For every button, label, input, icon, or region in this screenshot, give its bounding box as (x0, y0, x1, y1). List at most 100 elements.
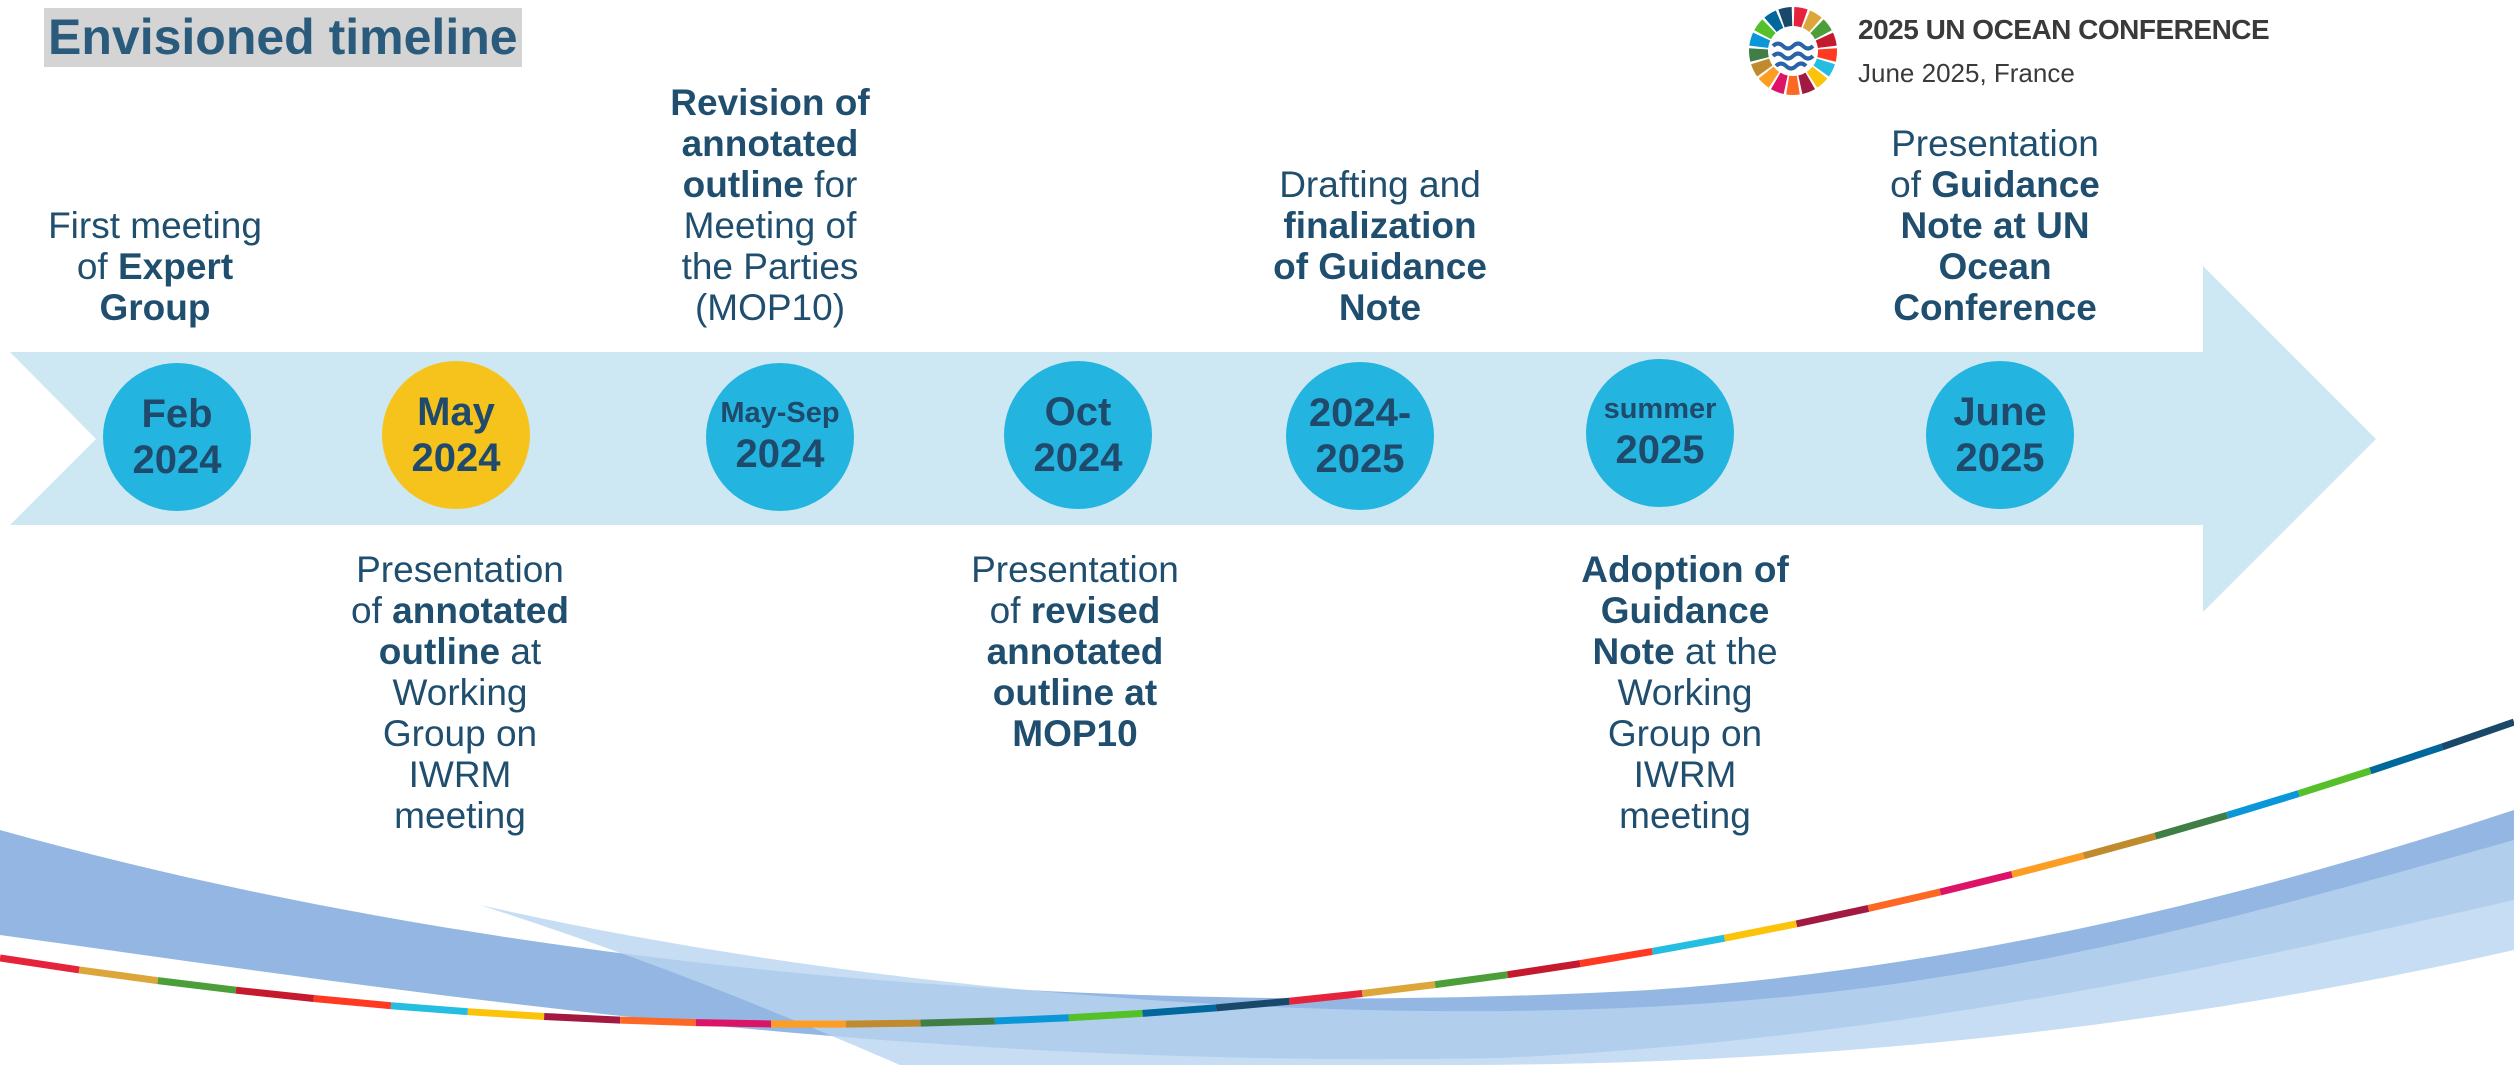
label-june-2025: Presentation of Guidance Note at UN Ocea… (1855, 123, 2135, 328)
sdg-color-line (0, 718, 2514, 1028)
milestone-line1: summer (1603, 393, 1717, 426)
label-text-bold: revised (1030, 590, 1161, 631)
milestone-feb-2024: Feb 2024 (103, 363, 251, 511)
milestone-line2: 2024 (132, 438, 222, 482)
label-text: Working (392, 672, 528, 713)
label-text-bold: Guidance (1600, 590, 1770, 631)
label-feb-2024: First meeting of Expert Group (30, 205, 280, 328)
label-text-bold: outline (378, 631, 501, 672)
label-text-bold: Guidance (1931, 164, 2100, 205)
sdg-line-segment (543, 1013, 621, 1024)
label-text-bold: Note (1592, 631, 1675, 672)
label-text-bold: MOP10 (1012, 713, 1138, 754)
label-text: for (803, 164, 858, 205)
sdg-line-segment (1288, 990, 1363, 1005)
milestone-line2: 2024 (411, 436, 501, 480)
label-text: of (989, 590, 1031, 631)
milestone-may-2024: May 2024 (382, 361, 530, 509)
label-text-bold: annotated (681, 123, 859, 164)
milestone-line2: 2025 (1615, 427, 1705, 472)
sdg-line-segment (1361, 981, 1436, 997)
label-oct-2024: Presentation of revised annotated outlin… (935, 549, 1215, 754)
wave-band-light (480, 840, 2514, 1065)
label-text-bold: Note at UN (1900, 205, 2090, 246)
sdg-line-segment (1579, 948, 1653, 968)
label-text-bold: Ocean (1938, 246, 2052, 287)
sdg-line-segment (695, 1019, 772, 1028)
milestone-june-2025: June 2025 (1926, 361, 2074, 509)
label-text-bold: Conference (1893, 287, 2097, 328)
label-text: Presentation (356, 549, 564, 590)
label-text-bold: finalization (1283, 205, 1477, 246)
sdg-line-segment (313, 995, 392, 1010)
sdg-line-segment (1651, 934, 1726, 955)
label-text-bold: Revision of (670, 82, 870, 123)
label-text: at the (1674, 631, 1778, 672)
label-text-bold: outline at (992, 672, 1158, 713)
label-text: of (351, 590, 393, 631)
sdg-line-segment (2082, 832, 2157, 860)
label-text: IWRM (1633, 754, 1737, 795)
label-text: Group on (382, 713, 538, 754)
milestone-line2: 2024 (1033, 436, 1123, 480)
sdg-line-segment (0, 954, 80, 974)
label-text-bold: of Guidance (1273, 246, 1487, 287)
sdg-line-segment (2011, 852, 2085, 878)
sdg-line-segment (845, 1019, 921, 1028)
sdg-wheel-icon (1749, 7, 1837, 96)
sdg-line-segment (390, 1002, 469, 1016)
sdg-line-segment (920, 1017, 995, 1027)
sdg-line-segment (78, 966, 159, 985)
label-text-bold: annotated (392, 590, 569, 631)
label-text-bold: Adoption of (1581, 549, 1789, 590)
label-text: Drafting and (1279, 164, 1481, 205)
milestone-2024-2025: 2024- 2025 (1286, 362, 1434, 510)
sdg-line-segment (1215, 997, 1290, 1012)
label-text: meeting (1619, 795, 1751, 836)
milestone-line1: May (417, 390, 495, 434)
label-text: Presentation (1891, 123, 2099, 164)
label-text: of (76, 246, 118, 287)
label-text: at (500, 631, 542, 672)
milestone-line2: 2025 (1315, 437, 1405, 481)
timeline-arrow (10, 266, 2376, 612)
label-text-bold: Note (1338, 287, 1422, 328)
sdg-line-segment (994, 1014, 1070, 1025)
sdg-line-segment (2297, 767, 2372, 797)
milestone-line1: Oct (1044, 390, 1112, 434)
sdg-line-segment (2369, 743, 2444, 775)
sdg-line-segment (2441, 718, 2514, 751)
conference-name: 2025 UN OCEAN CONFERENCE (1858, 14, 2270, 45)
label-text-bold: annotated (986, 631, 1164, 672)
label-text: Presentation (971, 549, 1179, 590)
label-text: meeting (394, 795, 526, 836)
label-text: Working (1617, 672, 1753, 713)
sdg-line-segment (1142, 1004, 1217, 1017)
label-text-bold: outline (682, 164, 804, 205)
label-may-sep-2024: Revision of annotated outline for Meetin… (640, 82, 900, 328)
label-text-bold: Expert (117, 246, 234, 287)
label-text: the Parties (681, 246, 859, 287)
milestone-may-sep-2024: May-Sep 2024 (706, 363, 854, 511)
label-text: IWRM (408, 754, 512, 795)
sdg-line-segment (1939, 871, 2013, 896)
conference-logo: 2025 UN OCEAN CONFERENCE June 2025, Fran… (1748, 6, 2270, 98)
sdg-line-segment (1723, 920, 1798, 942)
label-text: First meeting (48, 205, 262, 246)
label-2024-2025: Drafting and finalization of Guidance No… (1230, 164, 1530, 328)
label-text: Group on (1607, 713, 1763, 754)
sdg-line-segment (1507, 960, 1581, 979)
sdg-line-segment (235, 986, 315, 1003)
sdg-line-segment (2226, 790, 2300, 819)
conference-subtitle: June 2025, France (1858, 58, 2075, 88)
milestone-line2: 2024 (735, 431, 825, 476)
milestone-oct-2024: Oct 2024 (1004, 361, 1152, 509)
sdg-line-segment (1795, 905, 1870, 928)
label-text: Meeting of (683, 205, 857, 246)
milestone-summer-2025: summer 2025 (1586, 359, 1734, 507)
page-title: Envisioned timeline (44, 8, 522, 67)
sdg-line-segment (467, 1008, 545, 1020)
sdg-line-segment (1068, 1009, 1143, 1022)
milestone-line1: May-Sep (720, 397, 840, 430)
